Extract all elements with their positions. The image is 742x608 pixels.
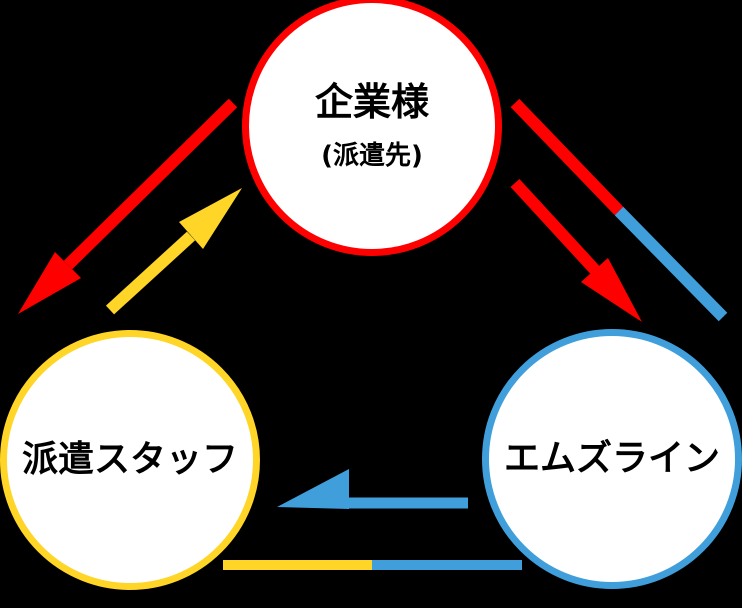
node-company: 企業様 (派遣先) <box>242 0 502 256</box>
staff-label: 派遣スタッフ <box>21 439 238 481</box>
arrow-staff-to-company-head <box>179 188 242 249</box>
company-sublabel: (派遣先) <box>321 141 423 172</box>
arrow-company-to-agency-head <box>581 258 642 322</box>
company-label: 企業様 <box>314 79 429 124</box>
arrow-staff-to-company-shaft <box>105 231 196 315</box>
arrow-company-to-agency-shaft <box>510 178 600 275</box>
node-agency: エムズライン <box>482 329 742 589</box>
line-company-agency-red-segment <box>510 98 624 216</box>
line-company-agency-blue-segment <box>614 206 728 322</box>
node-staff: 派遣スタッフ <box>0 330 260 590</box>
arrow-agency-to-staff-head <box>277 469 349 509</box>
agency-label: エムズライン <box>503 438 720 480</box>
arrow-company-to-staff-shaft <box>63 98 238 270</box>
arrow-company-to-staff-head <box>18 252 81 314</box>
